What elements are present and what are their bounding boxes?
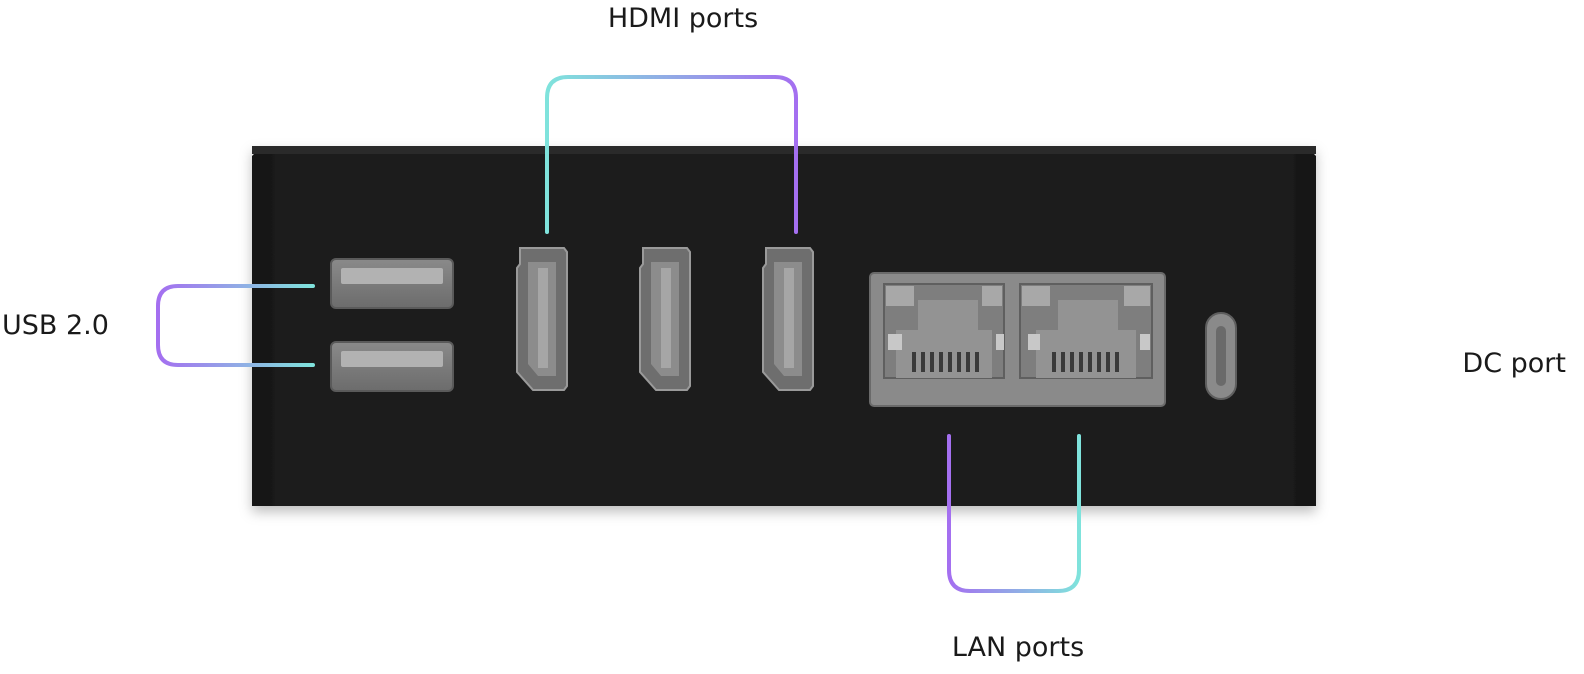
hdmi-port-3 (762, 247, 814, 391)
lan-leader (947, 434, 1081, 612)
hdmi-port-2 (639, 247, 691, 391)
dc-port-label: DC port (1462, 348, 1566, 379)
usb-port-bottom (330, 341, 454, 392)
lan-port-1 (883, 283, 1005, 379)
lan-port-2 (1019, 283, 1153, 379)
usb-ports (330, 258, 454, 392)
hdmi-ports-label: HDMI ports (608, 3, 758, 34)
hdmi-port-1 (516, 247, 568, 391)
lan-ports-label: LAN ports (952, 632, 1084, 663)
hdmi-ports (516, 247, 814, 391)
hdmi-leader (545, 54, 798, 234)
lan-ports (869, 272, 1166, 407)
usb-label: USB 2.0 (2, 310, 109, 341)
dc-port (1205, 312, 1237, 400)
usb-port-top (330, 258, 454, 309)
usb-leader (136, 284, 315, 367)
